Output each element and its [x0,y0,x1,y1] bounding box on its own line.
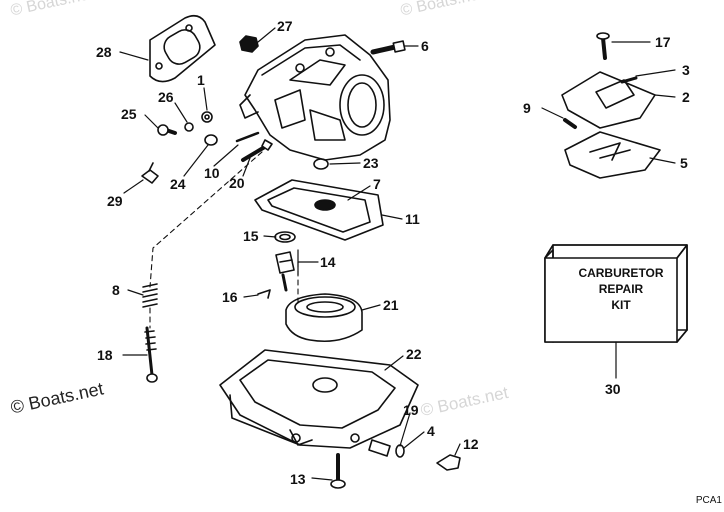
callout-15: 15 [243,228,259,244]
callout-24: 24 [170,176,186,192]
dashed-routing-lines [149,151,299,329]
callout-28: 28 [96,44,112,60]
callout-5: 5 [680,155,688,171]
parts-1-26-25 [157,111,213,136]
callout-2: 2 [682,89,690,105]
parts-24-10-20 [204,131,273,162]
callout-26: 26 [158,89,174,105]
leader-lines [119,27,676,481]
callout-13: 13 [290,471,306,487]
callout-19: 19 [403,402,419,418]
part-27-nut [239,35,259,53]
part-28-gasket [149,14,216,83]
callout-22: 22 [406,346,422,362]
kit-line-1: CARBURETOR [578,266,664,280]
callout-16: 16 [222,289,238,305]
part-6-screw [370,40,406,55]
part-30-kit-box [544,244,688,343]
callout-12: 12 [463,436,479,452]
callout-29: 29 [107,193,123,209]
callout-4: 4 [427,423,435,439]
part-23-oring [313,158,329,170]
callout-6: 6 [421,38,429,54]
kit-box-label: CARBURETOR REPAIR KIT [560,265,682,313]
callout-11: 11 [405,211,420,227]
part-11-gasket [254,179,384,241]
callout-23: 23 [363,155,379,171]
callout-25: 25 [121,106,137,122]
callout-10: 10 [204,165,220,181]
callout-9: 9 [523,100,531,116]
callout-18: 18 [97,347,113,363]
callout-8: 8 [112,282,120,298]
callout-17: 17 [655,34,671,50]
callout-14: 14 [320,254,336,270]
callout-7: 7 [373,176,381,192]
part-29-fitting [141,162,159,184]
callout-21: 21 [383,297,399,313]
callout-1: 1 [197,72,205,88]
cover-assembly [561,32,661,179]
callout-20: 20 [229,175,245,191]
parts-8-18 [142,283,158,383]
parts-19-4-12-13 [330,439,461,489]
kit-line-2: REPAIR [598,282,644,296]
callout-27: 27 [277,18,293,34]
diagram-code: PCA1 [695,495,722,506]
part-16-clip [257,289,271,299]
callout-3: 3 [682,62,690,78]
part-21-float [285,293,363,343]
parts-15-14 [274,231,296,292]
kit-line-3: KIT [611,298,631,312]
callout-30: 30 [605,381,621,397]
part-22-float-bowl [219,349,419,449]
carburetor-body [239,34,391,161]
